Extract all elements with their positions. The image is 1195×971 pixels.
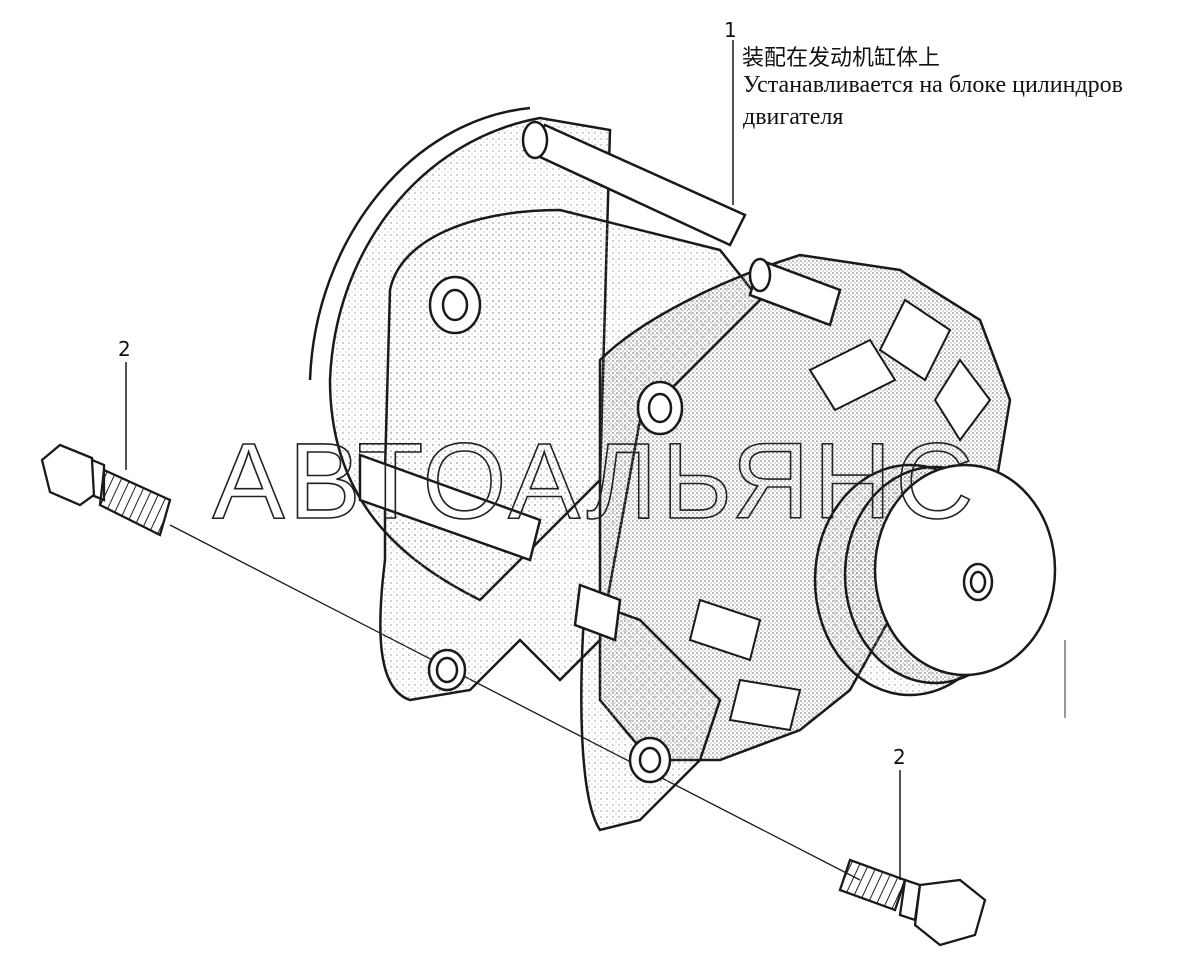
cooling-fins bbox=[688, 298, 992, 732]
callout-number-part2-right: 2 bbox=[893, 745, 906, 769]
through-rod bbox=[358, 453, 542, 562]
callout-number-part2-left: 2 bbox=[118, 337, 131, 361]
bolt-axis-line bbox=[169, 524, 861, 881]
pulley bbox=[813, 463, 1057, 697]
callout-note-chinese: 装配在发动机缸体上 bbox=[742, 46, 941, 71]
callout-note-russian-line1: Устанавливается на блоке цилиндров bbox=[743, 72, 1124, 98]
watermark-text: АВТОАЛЬЯНС bbox=[213, 420, 978, 541]
callout-number-part1: 1 bbox=[724, 18, 737, 42]
pin-boss bbox=[748, 257, 842, 327]
bolt-left bbox=[40, 443, 172, 537]
bolt-right bbox=[838, 858, 987, 947]
callout-note-russian-line2: двигателя bbox=[743, 104, 844, 130]
front-bore bbox=[636, 380, 684, 436]
lower-mount bbox=[573, 583, 722, 832]
top-rib bbox=[521, 120, 747, 247]
